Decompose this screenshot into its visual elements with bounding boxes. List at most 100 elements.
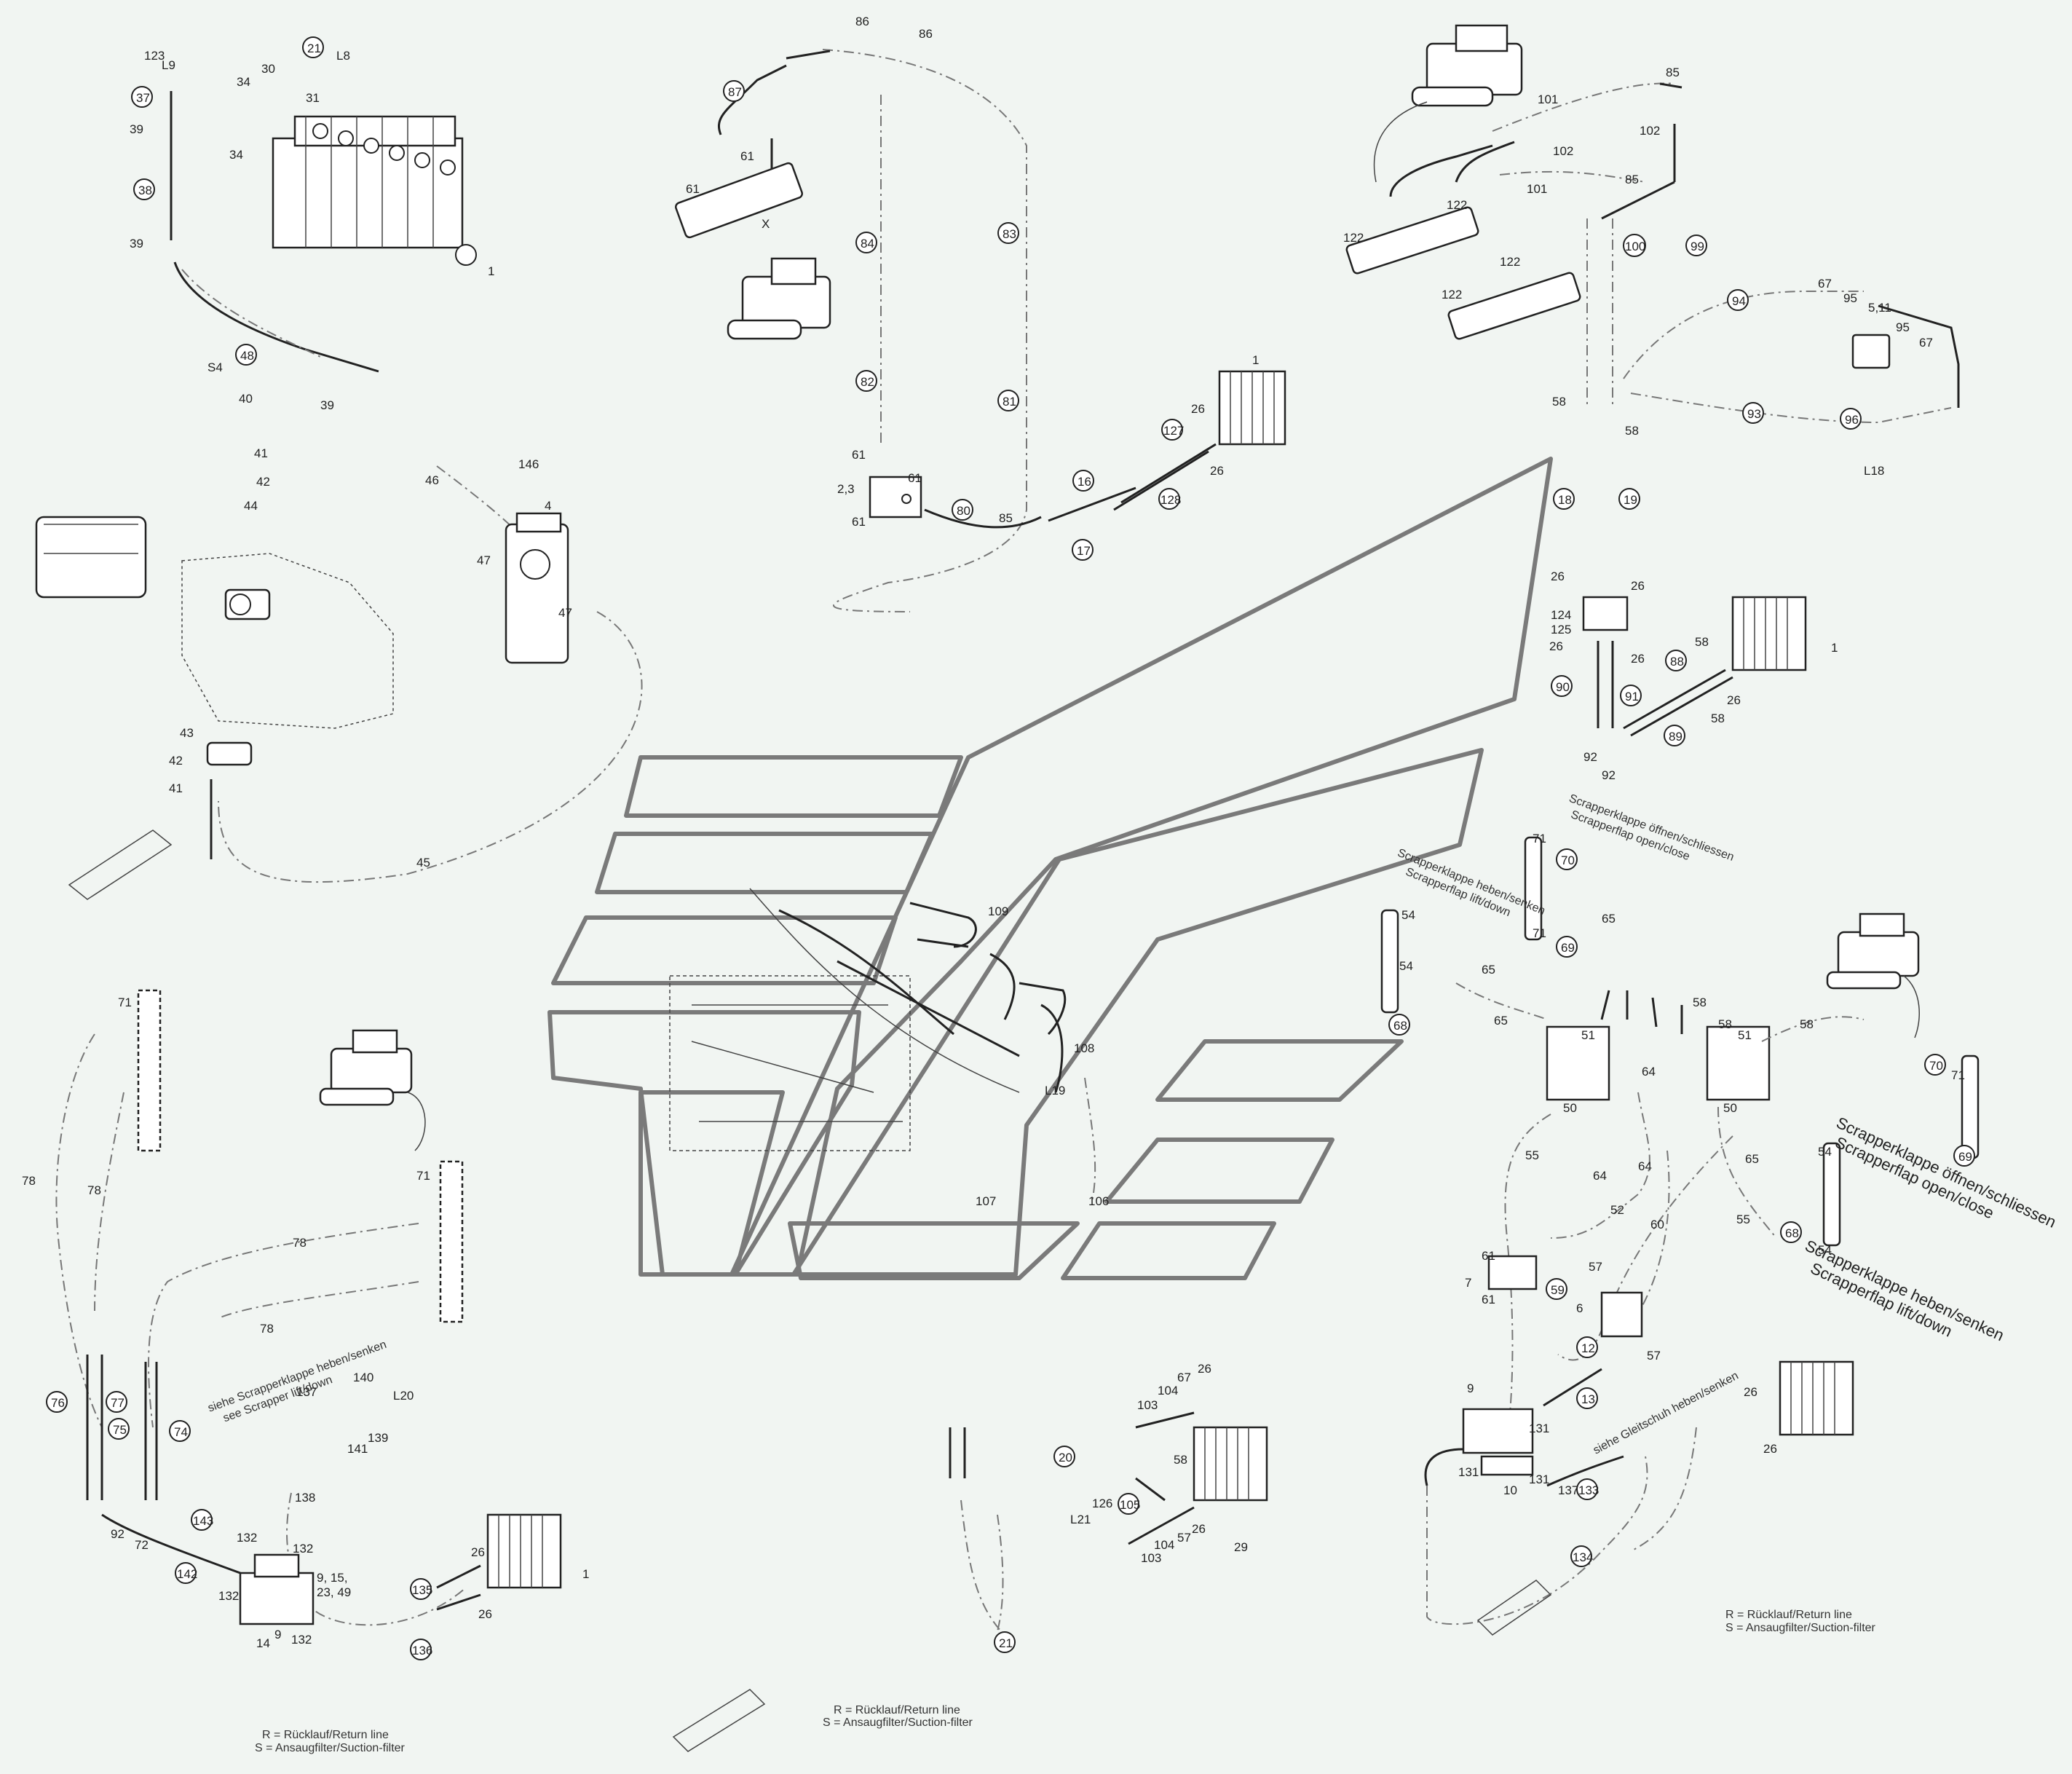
distribution-block-top-center[interactable]	[869, 476, 922, 519]
label-26e: 26	[1549, 639, 1563, 653]
return-arrow-bottom-center	[672, 1689, 766, 1752]
label-46: 46	[425, 473, 439, 487]
cylinder-right-upper[interactable]	[1524, 836, 1543, 941]
label-86a: 86	[855, 15, 869, 28]
label-141: 141	[347, 1442, 368, 1456]
label-9b: 9	[1467, 1381, 1474, 1395]
distribution-block-bottom-left[interactable]	[239, 1553, 315, 1625]
label-64b: 64	[1593, 1169, 1607, 1183]
legend-suction-filter-left: S = Ansaugfilter/Suction-filter	[255, 1742, 406, 1754]
manifold-right-2[interactable]	[1706, 1025, 1771, 1101]
label-26k: 26	[1192, 1522, 1206, 1536]
cylinder-right-left[interactable]	[1380, 909, 1399, 1014]
block-right-bottom-2[interactable]	[1600, 1291, 1643, 1338]
valve-fitting-top-right[interactable]	[1851, 334, 1891, 369]
valve-block-right[interactable]	[1731, 596, 1807, 671]
label-58f: 58	[1693, 996, 1707, 1009]
filter-unit[interactable]	[505, 512, 569, 664]
label-78d: 78	[260, 1322, 274, 1336]
label-122a: 122	[1447, 198, 1467, 212]
cylinder-top-center[interactable]	[675, 162, 804, 239]
label-57b: 57	[1589, 1260, 1602, 1274]
valve-block-bottom-center[interactable]	[1193, 1426, 1268, 1502]
label-L19: L19	[1045, 1084, 1065, 1097]
label-39c: 39	[320, 398, 334, 412]
label-61b: 61	[686, 182, 700, 196]
label-122c: 122	[1500, 255, 1520, 269]
label-132b: 132	[293, 1542, 313, 1556]
label-26m: 26	[1763, 1442, 1777, 1456]
label-26h: 26	[471, 1545, 485, 1559]
label-1c: 1	[1831, 641, 1838, 655]
valve-block-bottom-right[interactable]	[1779, 1360, 1854, 1436]
label-57c: 57	[1647, 1349, 1661, 1363]
label-127: 127	[1163, 424, 1184, 438]
label-68a: 68	[1393, 1019, 1407, 1033]
label-41: 41	[254, 446, 268, 460]
label-34b: 34	[229, 148, 243, 162]
label-37: 37	[136, 91, 150, 105]
manifold-right-1[interactable]	[1546, 1025, 1610, 1101]
label-L9: L9	[162, 58, 175, 72]
label-26j: 26	[1198, 1362, 1211, 1376]
valve-block-top-center[interactable]	[1218, 370, 1286, 446]
label-64a: 64	[1642, 1065, 1656, 1079]
label-31: 31	[306, 91, 320, 105]
label-6: 6	[1576, 1301, 1583, 1315]
machine-sketch-bottom-left	[319, 1029, 413, 1106]
label-58d: 58	[1711, 711, 1725, 725]
distribution-block-right[interactable]	[1582, 596, 1629, 631]
label-39a: 39	[130, 122, 143, 136]
label-92a: 92	[1583, 750, 1597, 764]
label-10: 10	[1503, 1483, 1517, 1497]
return-arrow-left	[68, 829, 173, 900]
label-26g: 26	[1727, 693, 1741, 707]
label-93: 93	[1747, 407, 1761, 421]
label-67b: 67	[1919, 336, 1933, 350]
label-70b: 70	[1929, 1059, 1943, 1073]
label-105: 105	[1120, 1498, 1140, 1512]
label-100: 100	[1625, 240, 1645, 253]
label-L8: L8	[336, 49, 350, 63]
label-85b: 85	[1666, 66, 1680, 79]
legend-return-line-left: R = Rücklauf/Return line	[262, 1729, 389, 1741]
label-71a: 71	[118, 996, 132, 1009]
label-50a: 50	[1563, 1101, 1577, 1115]
label-108: 108	[1074, 1041, 1094, 1055]
label-48: 48	[240, 349, 254, 363]
label-89: 89	[1669, 730, 1682, 744]
label-42b: 42	[169, 754, 183, 768]
label-26a: 26	[1191, 402, 1205, 416]
cylinder-right-bottom[interactable]	[1822, 1142, 1841, 1247]
label-55b: 55	[1736, 1213, 1750, 1226]
block-right-bottom-3[interactable]	[1462, 1408, 1534, 1476]
label-1: 1	[488, 264, 494, 278]
label-13: 13	[1581, 1392, 1595, 1406]
cylinder-bottom-left-lower[interactable]	[439, 1160, 464, 1323]
label-61g: 61	[1482, 1293, 1495, 1306]
label-76: 76	[51, 1396, 65, 1410]
label-137b: 137	[1558, 1483, 1578, 1497]
cylinder-top-right-lower[interactable]	[1447, 272, 1581, 340]
label-60: 60	[1650, 1218, 1664, 1231]
label-17: 17	[1077, 544, 1091, 558]
label-26f: 26	[1631, 652, 1645, 666]
label-19: 19	[1624, 493, 1637, 507]
label-123: 123	[144, 49, 165, 63]
label-69b: 69	[1958, 1150, 1972, 1164]
label-14: 14	[256, 1636, 270, 1650]
block-right-bottom-1[interactable]	[1487, 1255, 1538, 1290]
label-67c: 67	[1177, 1371, 1191, 1384]
label-90: 90	[1556, 680, 1570, 694]
valve-block-top-left[interactable]	[272, 115, 477, 266]
cylinder-top-right-upper[interactable]	[1345, 206, 1479, 275]
legend-return-line-center: R = Rücklauf/Return line	[834, 1704, 960, 1716]
valve-block-bottom-left[interactable]	[486, 1513, 562, 1589]
pump-unit[interactable]	[181, 553, 394, 766]
label-85: 85	[999, 511, 1013, 525]
label-26d: 26	[1631, 579, 1645, 593]
label-42: 42	[256, 475, 270, 489]
label-102a: 102	[1640, 124, 1660, 138]
cylinder-bottom-left-upper[interactable]	[137, 989, 162, 1152]
